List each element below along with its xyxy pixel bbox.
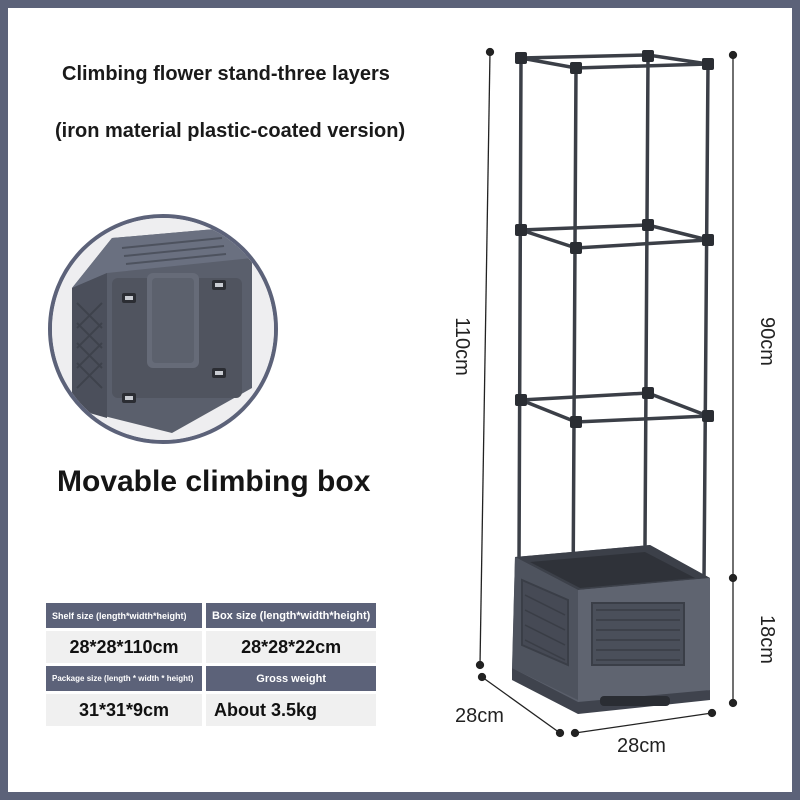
zoom-inset — [48, 214, 278, 444]
shelf-size-label: Shelf size (length*width*height) — [46, 603, 202, 628]
dimension-frame-height: 90cm — [755, 317, 778, 366]
box-clip-closeup-icon — [52, 218, 274, 440]
gross-weight-value: About 3.5kg — [206, 694, 377, 726]
gross-weight-label: Gross weight — [206, 666, 377, 691]
trellis-frame — [517, 53, 710, 602]
table-row: Shelf size (length*width*height) Box siz… — [46, 603, 377, 628]
product-title: Climbing flower stand-three layers — [62, 63, 390, 85]
package-size-label: Package size (length * width * height) — [46, 666, 202, 691]
dimension-lines — [475, 47, 738, 738]
table-row: Package size (length * width * height) G… — [46, 666, 377, 691]
package-size-value: 31*31*9cm — [46, 694, 202, 726]
box-size-value: 28*28*22cm — [206, 631, 377, 663]
table-row: 28*28*110cm 28*28*22cm — [46, 631, 377, 663]
dimension-width: 28cm — [617, 735, 666, 757]
dimension-total-height: 110cm — [450, 317, 473, 376]
spec-table: Shelf size (length*width*height) Box siz… — [42, 600, 380, 729]
frame-joints — [515, 50, 714, 428]
planter-box — [512, 545, 710, 714]
table-row: 31*31*9cm About 3.5kg — [46, 694, 377, 726]
box-size-label: Box size (length*width*height) — [206, 603, 377, 628]
inset-caption: Movable climbing box — [57, 465, 371, 498]
dimension-box-height: 18cm — [755, 615, 778, 664]
product-subtitle: (iron material plastic-coated version) — [55, 120, 406, 142]
shelf-size-value: 28*28*110cm — [46, 631, 202, 663]
dimension-depth: 28cm — [455, 705, 504, 727]
